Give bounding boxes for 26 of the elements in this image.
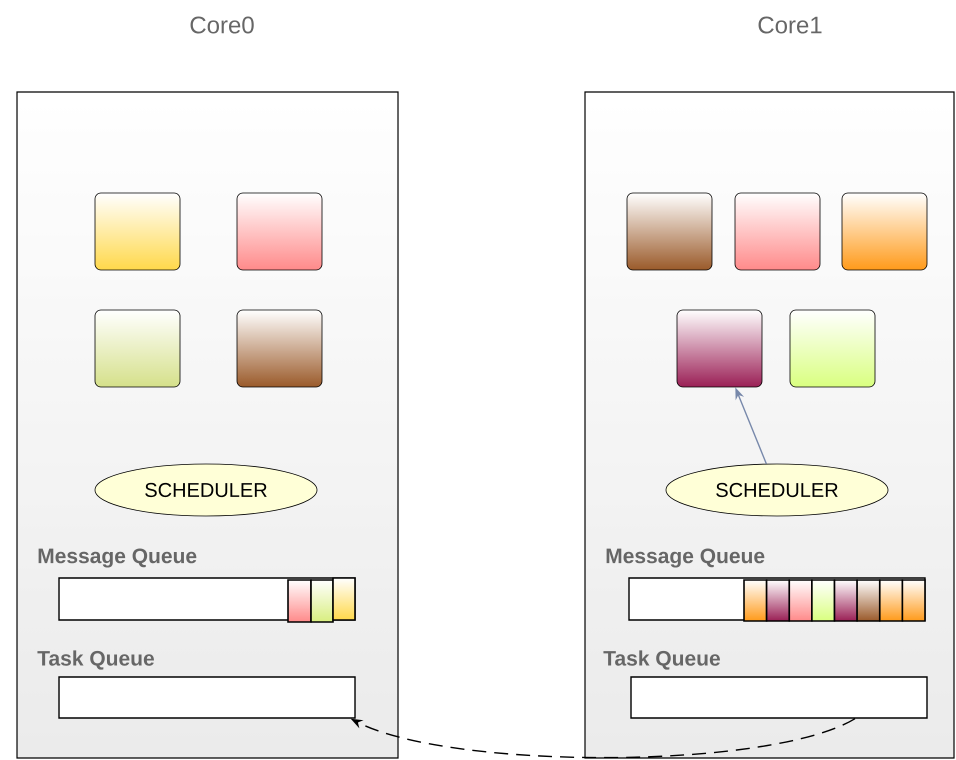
queue-slot [310,579,334,623]
queue-label: Task Queue [603,650,720,670]
core-title: Core0 [190,16,254,34]
task-tile [94,192,180,270]
queue-slot [287,579,312,623]
task-tile [790,310,876,388]
task-tile [236,310,322,388]
queue-slot [766,579,790,622]
queue-slot [879,579,904,622]
queue-slot [811,579,836,622]
queue-slot [902,579,926,622]
queue-slot [856,579,880,622]
queue-label: Task Queue [37,650,154,670]
task-tile [676,310,762,388]
task-tile [842,192,928,270]
task-tile [236,192,322,270]
task-tile [734,192,820,270]
queue-slot [743,579,768,622]
queue-slot [332,577,356,621]
queue-label: Message Queue [38,548,196,568]
task-tile [94,310,180,388]
queue-label: Message Queue [606,548,764,568]
queue-slot [788,579,813,622]
task-tile [626,192,712,270]
queue-slot [834,579,858,622]
core-title: Core1 [758,16,822,34]
